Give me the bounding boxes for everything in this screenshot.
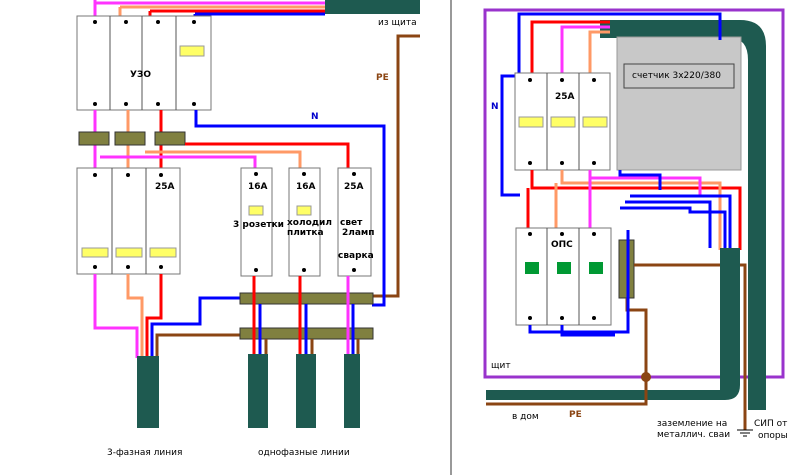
right-breaker-rating: 25А [555, 92, 575, 102]
to-house-label: в дом [512, 412, 539, 422]
busbar-connector [154, 131, 186, 146]
breaker-3-purpose-3: сварка [338, 251, 374, 261]
meter-label: счетчик 3х220/380 [632, 71, 721, 81]
left-panel [76, 0, 420, 428]
pe-junction [641, 372, 651, 382]
breaker-1-rating: 16А [248, 182, 268, 192]
neutral-busbar [239, 292, 374, 305]
three-phase-line-label: 3-фазная линия [107, 448, 183, 458]
single-phase-cable [296, 354, 316, 428]
cabinet-border [483, 8, 785, 379]
grounding-label-2: металлич. сваи [657, 430, 731, 440]
rcd-device [76, 15, 212, 111]
breaker-2 [288, 167, 321, 277]
breaker-1 [240, 167, 273, 277]
single-phase-cable [248, 354, 268, 428]
pe-label: PE [376, 73, 389, 83]
single-phase-lines-label: однофазные линии [258, 448, 350, 458]
right-panel [483, 8, 785, 437]
busbar-connector [78, 131, 110, 146]
breaker-2-purpose-2: плитка [287, 228, 324, 238]
single-phase-cable [344, 354, 360, 428]
surge-protector [515, 227, 612, 326]
sip-cable [600, 20, 766, 410]
n-label: N [311, 112, 319, 122]
breaker-3 [337, 167, 372, 277]
three-phase-cable [137, 356, 159, 428]
busbar-connector [114, 131, 146, 146]
breaker-1-purpose: 3 розетки [233, 220, 284, 230]
grounding-label-1: заземление на [657, 419, 728, 429]
cabinet-label: щит [491, 361, 511, 371]
sip-label-2: опоры [758, 431, 788, 441]
meter-label-box [623, 63, 735, 89]
electric-meter [616, 36, 742, 171]
from-panel-label: из щита [378, 18, 417, 28]
breaker-3-rating: 25А [344, 182, 364, 192]
incoming-cable [325, 0, 420, 14]
surge-protector-label: ОПС [551, 240, 573, 250]
breaker-3-purpose-1: свет [340, 218, 363, 228]
right-pe-label: PE [569, 410, 582, 420]
sip-label-1: СИП от [754, 419, 788, 429]
rcd-label: УЗО [130, 70, 151, 80]
right-n-label: N [491, 102, 499, 112]
breaker-3-purpose-2: 2ламп [342, 228, 375, 238]
breaker-2-purpose-1: холодил [287, 218, 332, 228]
breaker-2-rating: 16А [296, 182, 316, 192]
main-breaker-rating: 25А [155, 182, 175, 192]
